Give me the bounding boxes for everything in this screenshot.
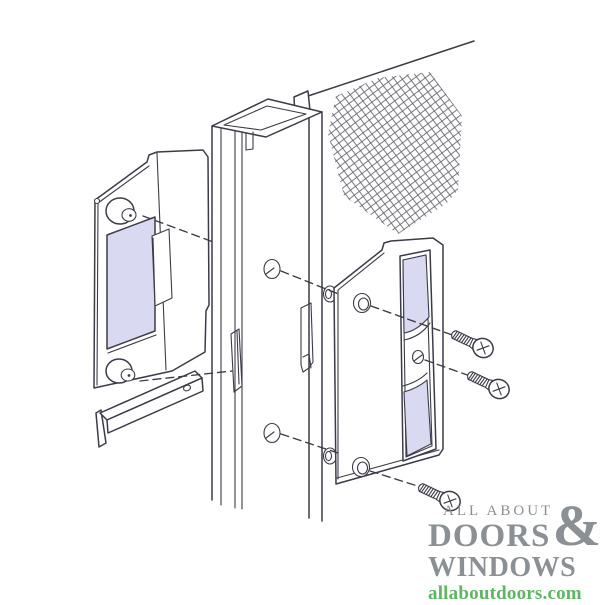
dash-stile-to-keeper-bottom xyxy=(280,433,342,455)
latch-pin-top xyxy=(105,197,137,225)
keeper-hole-center-tick xyxy=(413,354,423,362)
dash-stile-to-keeper-top xyxy=(280,270,342,296)
stile-hole-top-tick xyxy=(265,267,275,275)
latch-recess-lip xyxy=(107,334,157,354)
latch-body xyxy=(93,149,210,389)
latch-hook-tab xyxy=(151,228,173,307)
dash-keeper-to-screw3 xyxy=(369,470,428,490)
screw-icon xyxy=(447,324,498,362)
stile-slot-left xyxy=(230,328,243,393)
brand-logo: ALL ABOUT & DOORS WINDOWS allaboutdoors.… xyxy=(428,497,600,604)
brand-ampersand: & xyxy=(552,493,600,558)
keeper-cam-curve-top xyxy=(403,322,431,341)
latch-bar xyxy=(95,370,204,448)
dash-keeper-to-screw1 xyxy=(370,305,456,337)
keeper-hole-bottom xyxy=(351,456,371,478)
keeper-hole-center xyxy=(411,349,425,365)
screen-mesh xyxy=(328,72,462,234)
brand-name-doors: DOORS xyxy=(428,518,551,554)
keeper-cam-curve-bottom xyxy=(402,372,428,387)
brand-name-windows: WINDOWS xyxy=(428,552,577,583)
keeper-recess-top-panel xyxy=(402,254,430,334)
keeper-recess-bottom-panel xyxy=(403,379,432,457)
bar-hole xyxy=(182,384,192,392)
bar-end-cap xyxy=(95,409,107,448)
latch-body-inner-edges xyxy=(96,165,150,386)
latch-recess-panel xyxy=(106,216,156,350)
dash-latch-pin-to-stile xyxy=(142,215,217,244)
latch-corner-hole xyxy=(93,197,101,205)
stile-lip-lines xyxy=(245,131,254,151)
bar-front-face xyxy=(106,377,204,434)
brand-tagline: ALL ABOUT xyxy=(443,503,554,519)
dash-latch-bottom-to-stile xyxy=(139,370,233,382)
frame-edge-line xyxy=(301,40,475,99)
stile-slot-keeper xyxy=(300,302,314,373)
stile-top-opening xyxy=(223,105,307,131)
keeper-hole-top xyxy=(352,292,372,314)
brand-website: allaboutdoors.com xyxy=(428,583,582,604)
screw-icon xyxy=(463,365,514,403)
keeper-plate xyxy=(322,237,444,485)
stile-hole-bottom-tick xyxy=(265,431,275,439)
latch-pin-bottom xyxy=(105,358,136,384)
door-stile xyxy=(211,90,323,522)
